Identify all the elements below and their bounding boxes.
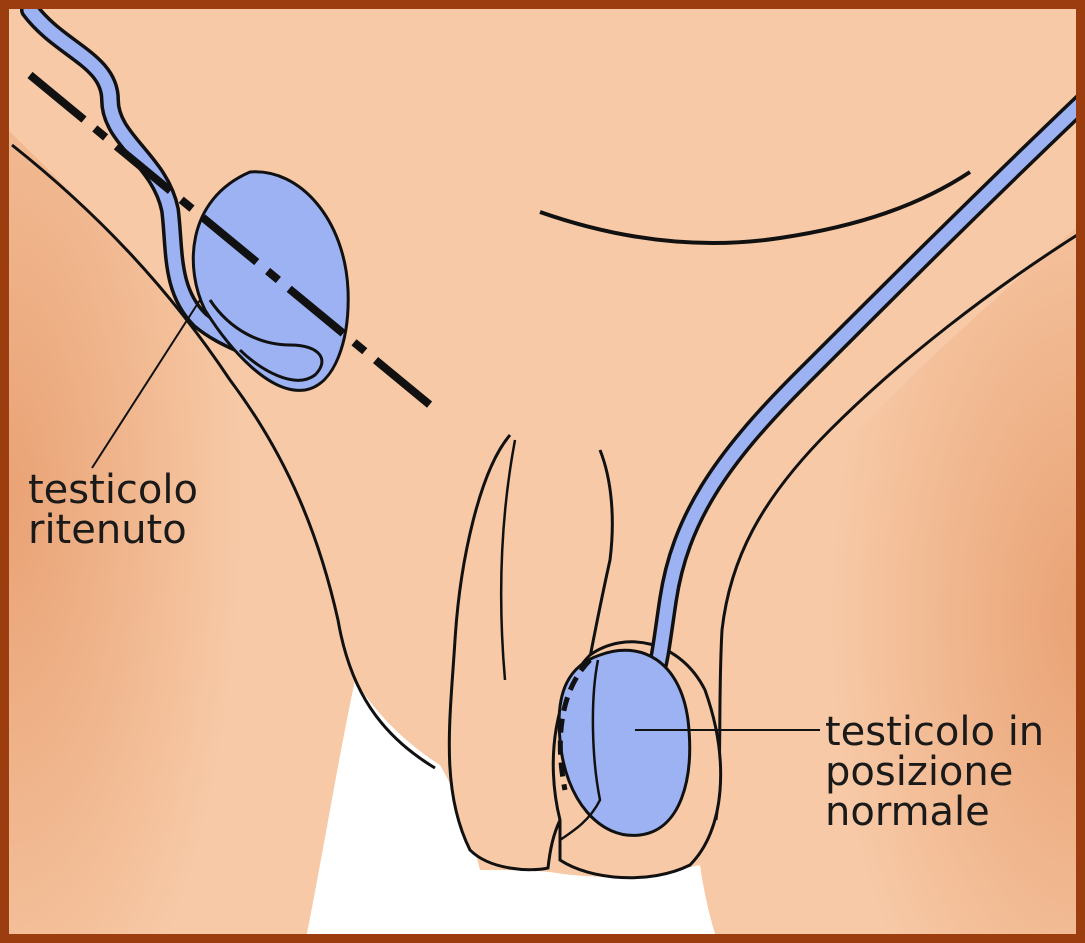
label-normal-line1: testicolo in: [825, 712, 1044, 752]
label-normal-line2: posizione: [825, 752, 1044, 792]
label-retained-line1: testicolo: [28, 470, 198, 510]
label-normal-testis: testicolo in posizione normale: [825, 712, 1044, 832]
label-retained-testis: testicolo ritenuto: [28, 470, 198, 550]
label-normal-line3: normale: [825, 792, 1044, 832]
label-retained-line2: ritenuto: [28, 510, 198, 550]
